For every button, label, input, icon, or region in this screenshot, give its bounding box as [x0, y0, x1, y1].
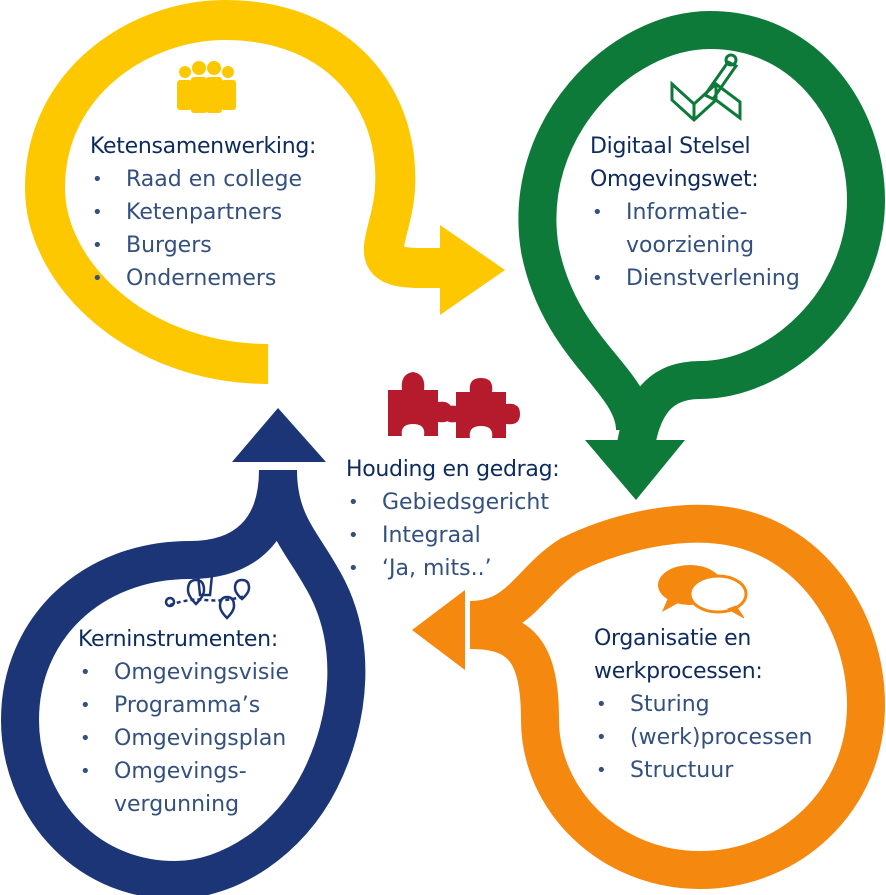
houding-title: Houding en gedrag:	[346, 457, 560, 482]
orange-loop	[468, 504, 886, 890]
ketensamenwerking-title: Ketensamenwerking:	[90, 134, 317, 159]
list-item: Omgevingsvisie	[78, 656, 289, 689]
kerninstrumenten-block: Kerninstrumenten: Omgevingsvisie Program…	[78, 623, 289, 821]
digitaal-stelsel-block: Digitaal Stelsel Omgevingswet: Informati…	[590, 130, 800, 295]
organisatie-title-line2: werkprocessen:	[594, 659, 763, 684]
yellow-arrowhead	[440, 225, 505, 315]
green-arrowhead	[585, 440, 685, 500]
list-item: Omgevings- vergunning	[78, 755, 289, 821]
speech-bubbles-icon	[658, 565, 748, 619]
list-item: Gebiedsgericht	[346, 486, 559, 519]
list-item: Burgers	[90, 229, 316, 262]
ketensamenwerking-block: Ketensamenwerking: Raad en college Keten…	[90, 130, 316, 295]
list-item-line: voorziening	[626, 233, 755, 258]
list-item: Omgevingsplan	[78, 722, 289, 755]
list-item: Programma’s	[78, 689, 289, 722]
list-item: Sturing	[594, 688, 813, 721]
list-item: Integraal	[346, 519, 559, 552]
organisatie-title-line1: Organisatie en	[594, 626, 751, 651]
map-with-pen-icon	[670, 53, 742, 123]
list-item: Dienstverlening	[590, 262, 800, 295]
kerninstrumenten-list: Omgevingsvisie Programma’s Omgevingsplan…	[78, 656, 289, 821]
list-item: Structuur	[594, 754, 813, 787]
green-loop	[518, 10, 886, 454]
list-item: (werk)processen	[594, 721, 813, 754]
list-item: Ondernemers	[90, 262, 316, 295]
kerninstrumenten-title: Kerninstrumenten:	[78, 627, 278, 652]
digitaal-stelsel-title-line2: Omgevingswet:	[590, 167, 759, 192]
navy-loop	[0, 469, 366, 895]
group-of-people-icon	[177, 61, 236, 113]
ketensamenwerking-list: Raad en college Ketenpartners Burgers On…	[90, 163, 316, 295]
list-item-line: vergunning	[114, 792, 240, 817]
list-item: Informatie- voorziening	[590, 196, 800, 262]
list-item: Ketenpartners	[90, 196, 316, 229]
yellow-loop	[24, 0, 455, 384]
orange-arrowhead	[412, 590, 465, 670]
list-item: Raad en college	[90, 163, 316, 196]
digitaal-stelsel-title-line1: Digitaal Stelsel	[590, 134, 751, 159]
houding-list: Gebiedsgericht Integraal ‘Ja, mits..’	[346, 486, 559, 585]
digitaal-stelsel-list: Informatie- voorziening Dienstverlening	[590, 196, 800, 295]
houding-block: Houding en gedrag: Gebiedsgericht Integr…	[346, 453, 560, 585]
organisatie-block: Organisatie en werkprocessen: Sturing (w…	[594, 622, 813, 787]
puzzle-pieces-icon	[388, 372, 520, 438]
list-item: ‘Ja, mits..’	[346, 552, 559, 585]
route-map-pins-icon	[164, 558, 251, 620]
navy-arrowhead	[232, 408, 326, 462]
organisatie-list: Sturing (werk)processen Structuur	[594, 688, 813, 787]
list-item-line: Omgevings-	[114, 759, 247, 784]
list-item-line: Informatie-	[626, 200, 748, 225]
